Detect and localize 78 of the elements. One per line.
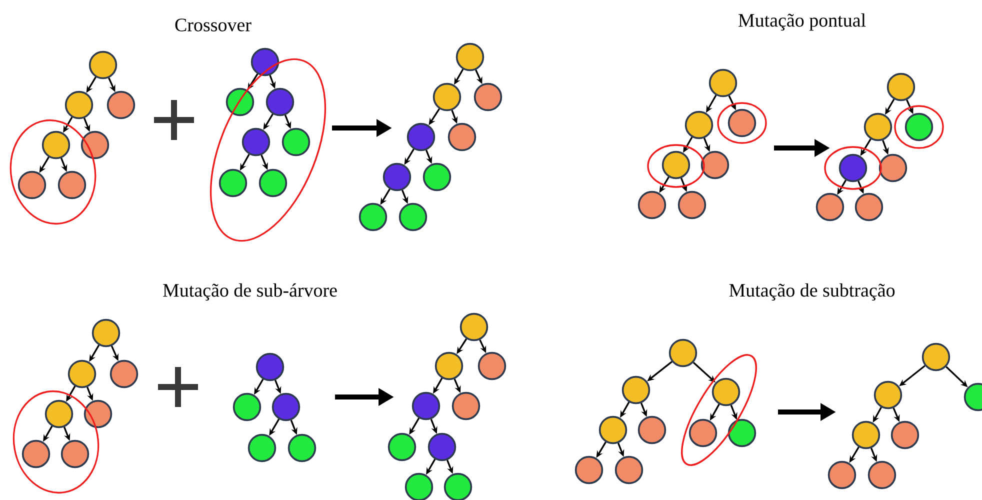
tree-node bbox=[838, 154, 868, 182]
tree-node bbox=[460, 312, 488, 342]
tree-node bbox=[60, 440, 90, 468]
tree-node bbox=[288, 434, 316, 462]
tree-node bbox=[88, 50, 118, 80]
tree-node bbox=[422, 162, 452, 192]
tree-node bbox=[412, 392, 440, 420]
tree-node bbox=[622, 376, 650, 404]
tree-node bbox=[110, 360, 138, 388]
tree-node bbox=[64, 90, 94, 120]
tree-node bbox=[712, 378, 740, 406]
panel-title: Crossover bbox=[175, 18, 252, 32]
tree-node bbox=[678, 190, 706, 220]
tree-node bbox=[382, 162, 412, 192]
tree-node bbox=[22, 440, 50, 468]
tree-node bbox=[44, 400, 74, 428]
tree-node bbox=[854, 192, 884, 222]
tree-node bbox=[388, 432, 416, 462]
tree-node bbox=[638, 416, 666, 444]
tree-node bbox=[688, 418, 718, 448]
tree-node bbox=[398, 202, 428, 232]
tree-node bbox=[684, 110, 714, 140]
tree-node bbox=[904, 112, 934, 142]
tree-node bbox=[18, 170, 46, 200]
panel-title: Mutação de subtração bbox=[729, 283, 895, 301]
tree-node bbox=[478, 352, 506, 380]
tree-node bbox=[700, 150, 730, 180]
tree-node bbox=[80, 130, 110, 160]
tree-node bbox=[878, 154, 908, 182]
tree-node bbox=[404, 472, 434, 500]
panel-title: Mutação pontual bbox=[738, 13, 866, 31]
tree-node bbox=[92, 318, 120, 348]
tree-node bbox=[964, 382, 982, 412]
tree-node bbox=[248, 434, 276, 462]
tree-node bbox=[864, 112, 892, 142]
tree-node bbox=[662, 150, 690, 180]
tree-node bbox=[444, 472, 472, 500]
tree-node bbox=[852, 420, 880, 450]
tree-node bbox=[42, 130, 70, 160]
tree-node bbox=[226, 88, 254, 116]
tree-node bbox=[574, 456, 604, 484]
tree-node bbox=[728, 108, 756, 138]
tree-node bbox=[282, 128, 310, 156]
tree-node bbox=[242, 128, 270, 156]
tree-node bbox=[638, 190, 666, 220]
tree-node bbox=[256, 352, 284, 382]
panel-title: Mutação de sub-árvore bbox=[163, 283, 337, 301]
tree-node bbox=[614, 456, 644, 484]
tree-node bbox=[358, 202, 388, 232]
tree-node bbox=[868, 460, 896, 490]
tree-node bbox=[434, 352, 464, 380]
tree-node bbox=[922, 342, 950, 372]
tree-node bbox=[598, 416, 628, 444]
tree-node bbox=[828, 460, 856, 490]
tree-node bbox=[258, 168, 288, 198]
tree-node bbox=[250, 48, 280, 76]
tree-node bbox=[456, 42, 484, 72]
tree-node bbox=[728, 418, 756, 448]
tree-node bbox=[406, 122, 436, 152]
tree-node bbox=[886, 72, 916, 102]
tree-node bbox=[668, 338, 698, 368]
tree-node bbox=[432, 82, 462, 112]
tree-node bbox=[232, 392, 262, 422]
tree-node bbox=[474, 82, 502, 112]
tree-node bbox=[266, 88, 294, 116]
tree-node bbox=[452, 392, 480, 420]
tree-node bbox=[448, 122, 476, 152]
tree-node bbox=[816, 192, 844, 222]
tree-node bbox=[84, 400, 112, 428]
tree-node bbox=[874, 380, 902, 410]
tree-node bbox=[428, 432, 456, 462]
tree-node bbox=[218, 168, 248, 198]
tree-node bbox=[272, 392, 300, 422]
tree-node bbox=[708, 68, 738, 98]
tree-node bbox=[890, 420, 920, 450]
tree-node bbox=[106, 90, 136, 120]
tree-node bbox=[58, 170, 86, 200]
tree-node bbox=[68, 360, 96, 388]
